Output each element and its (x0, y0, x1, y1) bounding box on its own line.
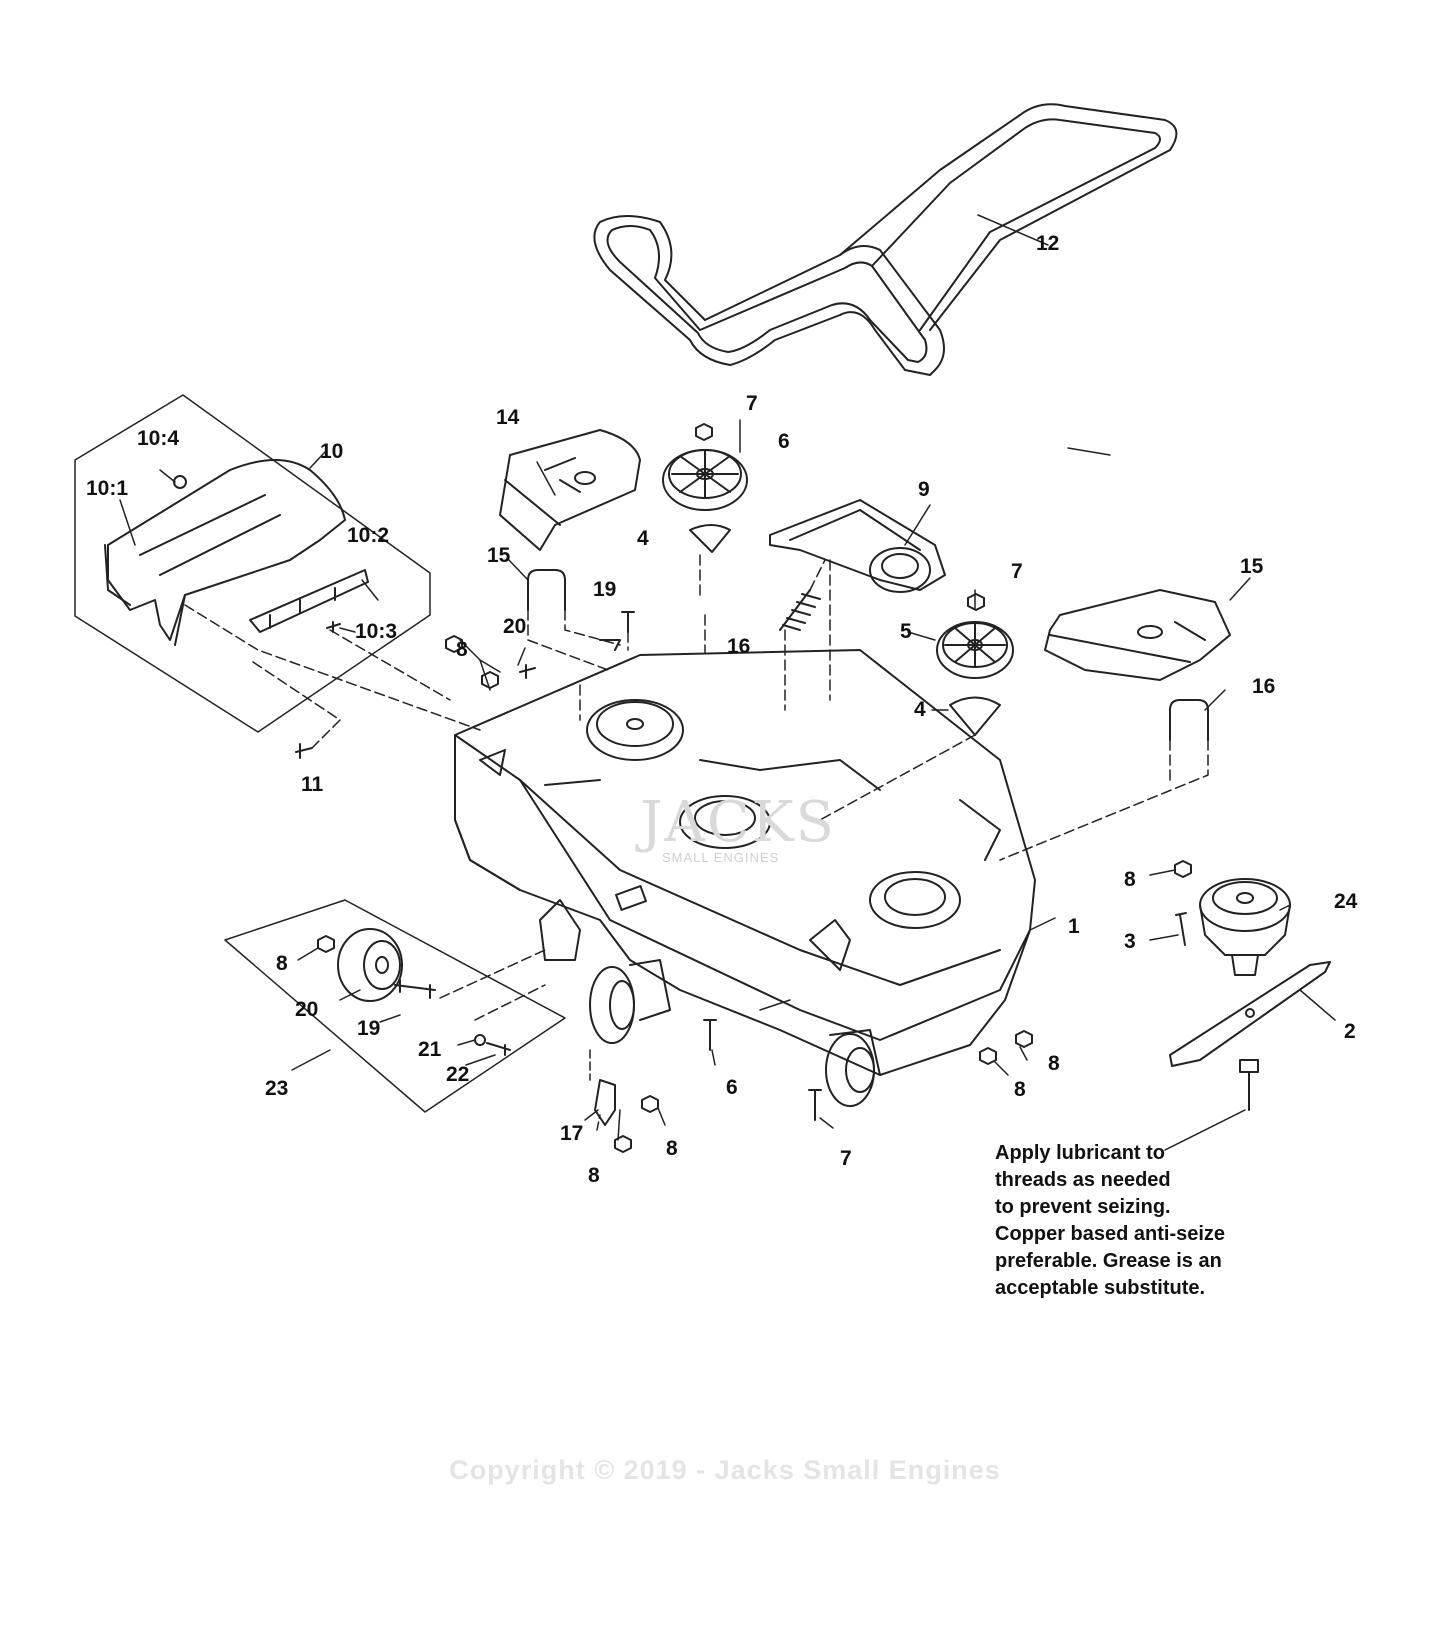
bracket-10-2 (249, 569, 369, 633)
blade-hole (1245, 1008, 1255, 1018)
bolt-10-3 (326, 621, 341, 633)
pin-18a (621, 611, 635, 633)
callout-22: 22 (446, 1063, 470, 1086)
deck-cover (104, 459, 346, 646)
screw-3 (1175, 912, 1187, 946)
callout-10-1: 10:1 (86, 477, 129, 500)
axle-bolt-19 (394, 979, 436, 999)
nut-8a (695, 423, 713, 441)
belt-shield-right (1044, 589, 1231, 681)
callout-7: 6 (726, 1076, 738, 1099)
nut-8c (445, 635, 463, 653)
callout-9: 9 (918, 478, 930, 501)
callout-20: 20 (295, 998, 319, 1021)
spacer-4b (949, 696, 1001, 736)
callout-10-4: 10:4 (137, 427, 180, 450)
callout-24: 24 (1334, 890, 1358, 913)
bolt-7b (808, 1089, 822, 1121)
callout-3: 3 (1124, 930, 1136, 953)
pin-11 (295, 743, 313, 759)
callout-10-2: 10:2 (347, 524, 390, 547)
blade-2 (1169, 961, 1331, 1067)
callout-21: 21 (418, 1038, 442, 1061)
bracket-17 (594, 1079, 616, 1126)
callout-11: 11 (301, 773, 324, 796)
watermark-brand-sub: SMALL ENGINES (662, 850, 780, 865)
callout-5: 5 (900, 620, 912, 643)
nut-8j (614, 1135, 632, 1153)
lubricant-note: Apply lubricant to threads as needed to … (995, 1140, 1255, 1302)
callout-8: 8 (588, 1164, 600, 1187)
callout-8: 8 (1014, 1078, 1026, 1101)
callout-13: 15 (487, 544, 511, 567)
idler-pulley-6 (662, 449, 748, 511)
callout-8: 8 (456, 638, 468, 661)
spring-16 (779, 589, 821, 631)
nut-8g (1015, 1030, 1033, 1048)
callout-23: 23 (265, 1077, 289, 1100)
callout-6: 6 (778, 430, 790, 453)
watermark-brand: JACKS (640, 790, 836, 855)
kit-outline-10 (74, 394, 431, 733)
nut-10-4 (173, 475, 187, 489)
callout-15: 15 (1240, 555, 1264, 578)
blade-bolt (1239, 1059, 1259, 1111)
callout-1: 1 (1068, 915, 1080, 938)
note-line: to prevent seizing. (995, 1196, 1171, 1218)
idler-pulley-5 (936, 621, 1014, 679)
rod-13a (527, 569, 566, 611)
note-line: Copper based anti-seize (995, 1223, 1226, 1245)
bolt-22 (486, 1042, 511, 1056)
spindle-24 (1199, 878, 1291, 976)
callout-8: 8 (1124, 868, 1136, 891)
callout-8: 8 (1048, 1052, 1060, 1075)
callout-16: 16 (727, 635, 751, 658)
note-line: acceptable substitute. (995, 1277, 1206, 1299)
callout-4: 4 (914, 698, 926, 721)
leader-lines (119, 214, 1336, 1151)
washer-21 (474, 1034, 486, 1046)
callout-17: 17 (560, 1122, 584, 1145)
callout-4: 4 (637, 527, 649, 550)
callout-2: 2 (1344, 1020, 1356, 1043)
note-line: Apply lubricant to (995, 1142, 1165, 1164)
callout-10-3: 10:3 (355, 620, 398, 643)
note-line: threads as needed (995, 1169, 1171, 1191)
callout-19: 19 (357, 1017, 381, 1040)
callout-13: 16 (1252, 675, 1276, 698)
callout-12: 12 (1036, 232, 1060, 255)
idler-arm-9 (769, 499, 946, 593)
nut-8i (641, 1095, 659, 1113)
callout-14: 14 (496, 406, 520, 429)
kit-outline-23 (224, 899, 566, 1113)
callout-8: 8 (666, 1137, 678, 1160)
bolt-7a (703, 1019, 717, 1051)
caster-wheel-front-right (825, 1029, 881, 1107)
nut-8f (317, 935, 335, 953)
rod-13b (1169, 699, 1209, 741)
caster-wheel-front-left (589, 959, 671, 1044)
note-line: preferable. Grease is an (995, 1250, 1222, 1272)
spacer-4a (689, 524, 731, 553)
wheel-20 (337, 928, 403, 1002)
callout-18: 19 (593, 578, 617, 601)
callout-8: 7 (746, 392, 758, 415)
callout-18: 20 (503, 615, 527, 638)
belt-shield-left (499, 429, 641, 551)
pin-18b (519, 664, 536, 679)
nut-8h (979, 1047, 997, 1065)
callout-7: 7 (840, 1147, 852, 1170)
nut-8b (967, 593, 985, 611)
callout-8: 7 (1011, 560, 1023, 583)
callout-8: 8 (276, 952, 288, 975)
callout-10: 10 (320, 440, 344, 463)
copyright-watermark: Copyright © 2019 - Jacks Small Engines (449, 1455, 1001, 1485)
nut-8d (481, 671, 499, 689)
nut-8e (1174, 860, 1192, 878)
drive-belt (593, 103, 1178, 376)
